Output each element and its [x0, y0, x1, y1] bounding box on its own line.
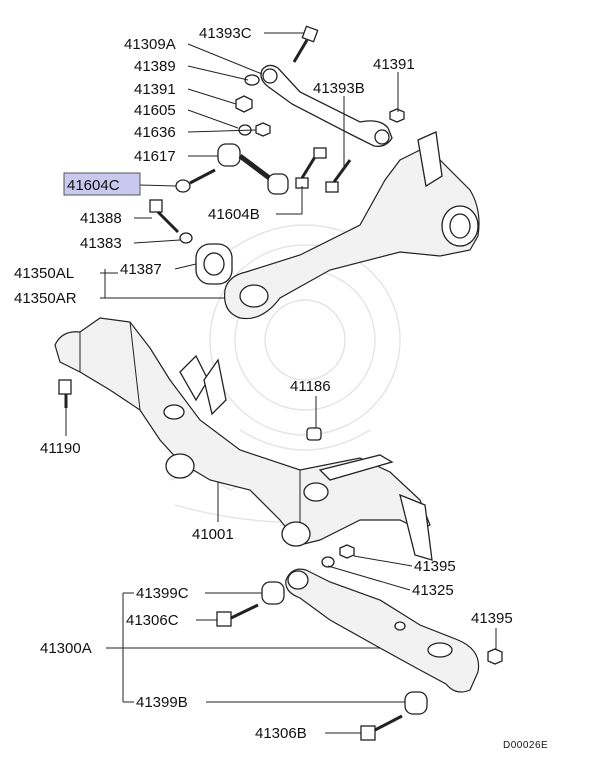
label-41617[interactable]: 41617	[134, 148, 176, 165]
label-41399C[interactable]: 41399C	[136, 585, 189, 602]
label-41391-right[interactable]: 41391	[373, 56, 415, 73]
lower-arm	[216, 544, 503, 741]
label-41388[interactable]: 41388	[80, 210, 122, 227]
label-41391-left[interactable]: 41391	[134, 81, 176, 98]
label-41399B[interactable]: 41399B	[136, 694, 188, 711]
label-41306B[interactable]: 41306B	[255, 725, 307, 742]
label-41387[interactable]: 41387	[120, 261, 162, 278]
label-41636[interactable]: 41636	[134, 124, 176, 141]
upper-link-group	[149, 25, 405, 244]
label-41306C[interactable]: 41306C	[126, 612, 179, 629]
trailing-arm	[195, 131, 480, 320]
label-41383[interactable]: 41383	[80, 235, 122, 252]
label-41190[interactable]: 41190	[40, 440, 81, 457]
leader-lines	[65, 32, 497, 734]
label-41186[interactable]: 41186	[290, 378, 331, 395]
label-41604C[interactable]: 41604C	[67, 177, 120, 194]
label-41393B[interactable]: 41393B	[313, 80, 365, 97]
label-41300A[interactable]: 41300A	[40, 640, 92, 657]
label-41309A[interactable]: 41309A	[124, 36, 176, 53]
crossmember	[54, 317, 433, 561]
label-41350AR[interactable]: 41350AR	[14, 290, 77, 307]
label-41393C[interactable]: 41393C	[199, 25, 252, 42]
label-41389[interactable]: 41389	[134, 58, 176, 75]
label-41350AL[interactable]: 41350AL	[14, 265, 74, 282]
label-41325[interactable]: 41325	[412, 582, 454, 599]
label-41395-lower[interactable]: 41395	[471, 610, 513, 627]
label-41604B[interactable]: 41604B	[208, 206, 260, 223]
part-highlight-41604C	[63, 172, 141, 196]
diagram-code: D00026E	[503, 740, 548, 751]
label-41605[interactable]: 41605	[134, 102, 176, 119]
part-labels: 41393C 41309A 41389 41391 41391 41393B 4…	[14, 25, 513, 742]
label-41395-upper[interactable]: 41395	[414, 558, 456, 575]
label-41001[interactable]: 41001	[192, 526, 234, 543]
